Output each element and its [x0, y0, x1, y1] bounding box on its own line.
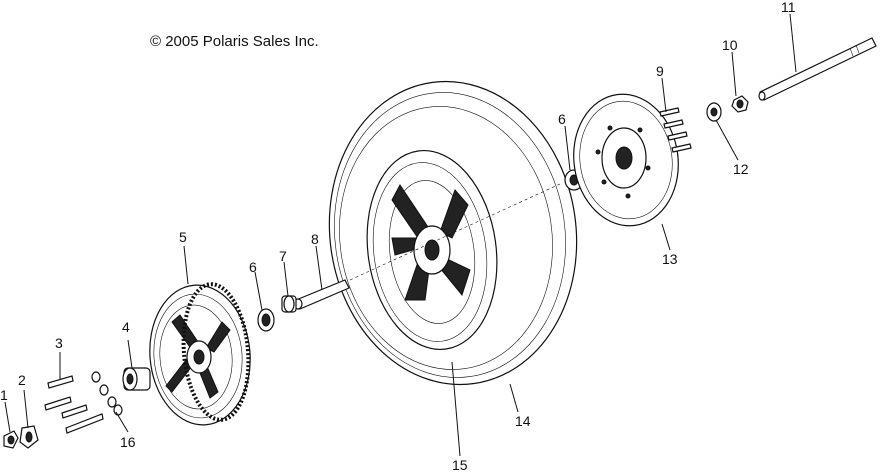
callout-10: 10: [722, 37, 738, 53]
hub-spacer: [122, 367, 151, 391]
callout-5: 5: [179, 229, 187, 245]
axle-end-nut: [731, 95, 749, 113]
disc-bolts: [659, 107, 692, 153]
callout-2: 2: [18, 372, 26, 388]
callout-12: 12: [733, 161, 749, 177]
callout-6-right: 6: [558, 111, 566, 127]
callout-1: 1: [0, 387, 8, 403]
spacer: [281, 295, 297, 313]
callout-9: 9: [656, 63, 664, 79]
copyright-text: © 2005 Polaris Sales Inc.: [150, 33, 319, 50]
drive-pulley: [149, 282, 251, 426]
leader-lines: [4, 13, 797, 457]
axle-nut: [3, 430, 19, 449]
callout-11: 11: [781, 0, 796, 15]
wheel-rim: [388, 180, 476, 324]
axle-washer: [19, 425, 39, 449]
axle: [758, 37, 877, 101]
callout-8: 8: [311, 231, 319, 247]
callout-16: 16: [120, 434, 136, 450]
assembly-axis-line: [349, 183, 561, 281]
callout-15: 15: [452, 457, 468, 473]
callout-4: 4: [122, 319, 130, 335]
callout-6-left: 6: [249, 259, 257, 275]
bearing-left: [257, 308, 275, 332]
callout-7: 7: [279, 248, 287, 264]
callout-14: 14: [515, 413, 531, 429]
pulley-bolts: [44, 371, 123, 434]
callout-13: 13: [662, 251, 678, 267]
callout-3: 3: [55, 335, 63, 351]
brake-disc: [573, 93, 679, 227]
seal: [706, 102, 722, 122]
